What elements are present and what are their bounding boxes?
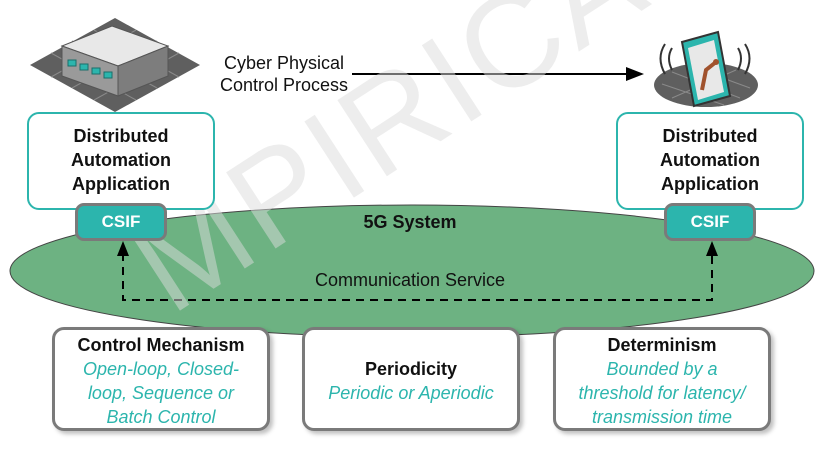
control-desc-line-2: loop, Sequence or bbox=[87, 383, 235, 403]
feature-title-determinism: Determinism bbox=[607, 335, 717, 355]
determinism-desc-line-3: transmission time bbox=[591, 407, 733, 427]
determinism-desc-line-2: threshold for latency/ bbox=[578, 383, 746, 403]
comm-arrow-right bbox=[706, 241, 718, 256]
periodicity-desc-line-1: Periodic or Aperiodic bbox=[328, 383, 494, 403]
feature-title-control: Control Mechanism bbox=[77, 335, 245, 355]
app-box-right: Distributed Automation Application bbox=[616, 112, 804, 210]
server-icon bbox=[30, 18, 200, 112]
csif-left: CSIF bbox=[75, 203, 167, 241]
comm-arrow-left bbox=[117, 241, 129, 256]
feature-desc-control: Open-loop, Closed- loop, Sequence or Bat… bbox=[55, 357, 267, 429]
feature-desc-determinism: Bounded by a threshold for latency/ tran… bbox=[556, 357, 768, 429]
app-left-line-1: Distributed bbox=[73, 126, 169, 146]
cyber-physical-line-1: Cyber Physical bbox=[223, 53, 345, 73]
feature-box-determinism: Determinism Bounded by a threshold for l… bbox=[553, 327, 771, 431]
app-left-line-3: Application bbox=[72, 174, 170, 194]
5g-system-label: 5G System bbox=[363, 212, 457, 232]
process-arrow-head bbox=[626, 67, 644, 81]
control-desc-line-1: Open-loop, Closed- bbox=[82, 359, 240, 379]
app-right-line-1: Distributed bbox=[662, 126, 758, 146]
robot-tablet-icon bbox=[654, 30, 758, 108]
feature-box-periodicity: Periodicity Periodic or Aperiodic bbox=[302, 327, 520, 431]
app-right-line-3: Application bbox=[661, 174, 759, 194]
app-left-line-2: Automation bbox=[71, 150, 171, 170]
feature-box-control: Control Mechanism Open-loop, Closed- loo… bbox=[52, 327, 270, 431]
feature-desc-periodicity: Periodic or Aperiodic bbox=[305, 381, 517, 405]
csif-right: CSIF bbox=[664, 203, 756, 241]
app-box-left: Distributed Automation Application bbox=[27, 112, 215, 210]
cyber-physical-label: Cyber Physical Control Process bbox=[200, 52, 368, 96]
cyber-physical-line-2: Control Process bbox=[219, 75, 349, 95]
determinism-desc-line-1: Bounded by a bbox=[606, 359, 718, 379]
control-desc-line-3: Batch Control bbox=[106, 407, 216, 427]
app-right-line-2: Automation bbox=[660, 150, 760, 170]
communication-service-label: Communication Service bbox=[314, 270, 506, 290]
communication-path bbox=[122, 253, 713, 301]
feature-title-periodicity: Periodicity bbox=[364, 359, 458, 379]
